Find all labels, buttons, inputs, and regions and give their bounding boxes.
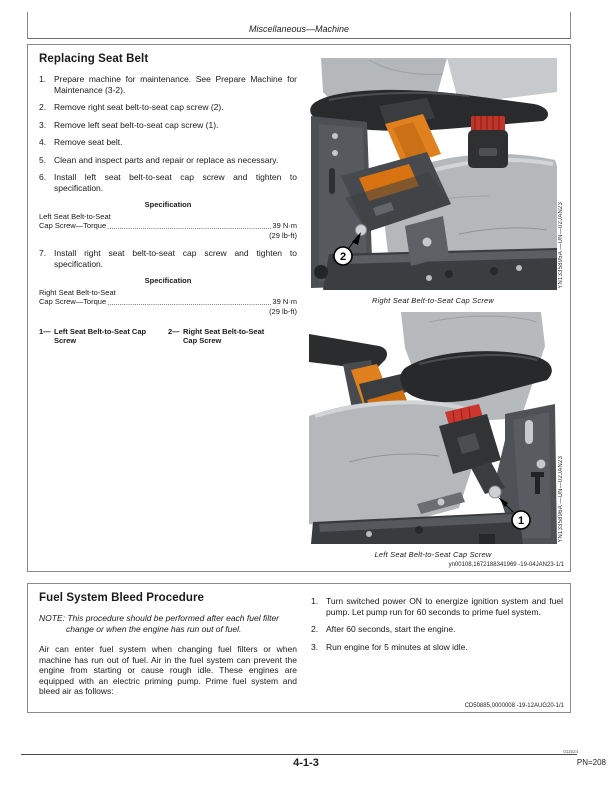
procedure-step: 2. After 60 seconds, start the engine. bbox=[311, 624, 563, 635]
specification-value: 39 N·m bbox=[272, 297, 297, 306]
step-text: Install right seat belt-to-seat cap scre… bbox=[54, 248, 297, 269]
figure-right-cap-screw: 2 YN1335895A —UN—02JAN23 Right Seat Belt… bbox=[309, 58, 564, 305]
callout-2-number: 2 bbox=[340, 251, 346, 263]
specification-item: Right Seat Belt-to-Seat bbox=[39, 287, 116, 297]
procedure-step: 6. Install left seat belt-to-seat cap sc… bbox=[39, 172, 297, 193]
procedure-step: 3. Remove left seat belt-to-seat cap scr… bbox=[39, 120, 297, 131]
seat-belt-text-column: Replacing Seat Belt 1. Prepare machine f… bbox=[39, 53, 297, 345]
step-number: 2. bbox=[311, 624, 319, 634]
step-text: Clean and inspect parts and repair or re… bbox=[54, 154, 279, 165]
step-number: 1. bbox=[39, 74, 47, 84]
legend-number: 2— bbox=[168, 327, 180, 336]
figure-left-cap-screw: 1 YN1335896A —UN—02JAN23 Left Seat Belt-… bbox=[309, 312, 564, 559]
running-header-title: Miscellaneous—Machine bbox=[248, 24, 350, 34]
step-text: Turn switched power ON to energize ignit… bbox=[326, 596, 563, 617]
step-text: Install left seat belt-to-seat cap screw… bbox=[54, 172, 297, 193]
specification-value: 39 N·m bbox=[272, 221, 297, 230]
callout-arrow bbox=[498, 497, 508, 507]
step-text: Remove right seat belt-to-seat cap screw… bbox=[54, 102, 224, 112]
specification-left-cap-screw: Specification Left Seat Belt-to-Seat Cap… bbox=[39, 200, 297, 240]
footer-rule bbox=[21, 754, 577, 755]
dot-leader bbox=[107, 298, 271, 307]
specification-item: Left Seat Belt-to-Seat bbox=[39, 211, 111, 221]
dot-leader bbox=[107, 222, 271, 231]
procedure-step: 7. Install right seat belt-to-seat cap s… bbox=[39, 248, 297, 269]
specification-label: Cap Screw—Torque bbox=[39, 221, 107, 230]
procedure-step: 5. Clean and inspect parts and repair or… bbox=[39, 155, 297, 166]
specification-row: Cap Screw—Torque 39 N·m bbox=[39, 297, 297, 307]
specification-row: Cap Screw—Torque 39 N·m bbox=[39, 221, 297, 231]
running-header: Miscellaneous—Machine bbox=[27, 12, 571, 39]
procedure-step: 3. Run engine for 5 minutes at slow idle… bbox=[311, 642, 563, 653]
figure-caption: Left Seat Belt-to-Seat Cap Screw bbox=[374, 550, 492, 559]
callout-1-badge bbox=[511, 510, 531, 530]
procedure-step: 4. Remove seat belt. bbox=[39, 137, 297, 148]
step-number: 2. bbox=[39, 102, 47, 112]
section-title: Fuel System Bleed Procedure bbox=[39, 592, 205, 604]
procedure-step: 1. Prepare machine for maintenance. See … bbox=[39, 74, 297, 95]
step-number: 1. bbox=[311, 596, 319, 606]
specification-value-alt: (29 lb-ft) bbox=[269, 306, 297, 316]
callout-1-number: 1 bbox=[518, 515, 524, 527]
specification-heading: Specification bbox=[144, 276, 192, 285]
step-number: 3. bbox=[311, 641, 319, 652]
section-title: Replacing Seat Belt bbox=[39, 53, 149, 65]
legend-number: 1— bbox=[39, 327, 51, 336]
procedure-step: 2. Remove right seat belt-to-seat cap sc… bbox=[39, 102, 297, 113]
section-control-code: yn00108,1672188341969 -19-04JAN23-1/1 bbox=[448, 562, 564, 568]
legend-item: 2— Right Seat Belt-to-Seat Cap Screw bbox=[168, 327, 291, 345]
specification-label: Cap Screw—Torque bbox=[39, 297, 107, 306]
step-number: 4. bbox=[39, 137, 47, 147]
figure-credit-code: YN1335895A —UN—02JAN23 bbox=[558, 202, 564, 289]
print-code: 011524 bbox=[563, 749, 578, 754]
step-number: 6. bbox=[39, 172, 47, 182]
fuel-text-column: Fuel System Bleed Procedure NOTE: This p… bbox=[39, 592, 297, 697]
figure-credit-code: YN1335896A —UN—02JAN23 bbox=[558, 456, 564, 543]
step-number: 7. bbox=[39, 248, 47, 258]
specification-heading: Specification bbox=[144, 200, 192, 209]
callout-legend: 1— Left Seat Belt-to-Seat Cap Screw 2— R… bbox=[39, 327, 297, 345]
step-text: After 60 seconds, start the engine. bbox=[326, 624, 456, 634]
section-replacing-seat-belt: Replacing Seat Belt 1. Prepare machine f… bbox=[27, 44, 571, 572]
step-text: Prepare machine for maintenance. See Pre… bbox=[54, 74, 297, 95]
fuel-steps-column: 1. Turn switched power ON to energize ig… bbox=[311, 596, 563, 659]
procedure-step: 1. Turn switched power ON to energize ig… bbox=[311, 596, 563, 617]
step-text: Remove left seat belt-to-seat cap screw … bbox=[54, 119, 219, 130]
legend-item: 1— Left Seat Belt-to-Seat Cap Screw bbox=[39, 327, 162, 345]
legend-label: Right Seat Belt-to-Seat Cap Screw bbox=[183, 327, 265, 345]
seat-illustration-left: 1 bbox=[309, 312, 557, 544]
step-number: 3. bbox=[39, 119, 47, 130]
note-text: NOTE: This procedure should be performed… bbox=[39, 613, 280, 634]
step-text: Run engine for 5 minutes at slow idle. bbox=[326, 641, 468, 652]
callout-arrow bbox=[352, 232, 361, 245]
seat-illustration-right: 2 bbox=[310, 58, 557, 290]
section-fuel-system-bleed: Fuel System Bleed Procedure NOTE: This p… bbox=[27, 583, 571, 713]
section-control-code: CD50885,0000008 -19-12AUG20-1/1 bbox=[464, 703, 564, 709]
specification-value-alt: (29 lb-ft) bbox=[269, 230, 297, 240]
legend-label: Left Seat Belt-to-Seat Cap Screw bbox=[54, 327, 147, 345]
callout-2-badge bbox=[333, 246, 353, 266]
step-text: Remove seat belt. bbox=[54, 137, 123, 147]
figure-caption: Right Seat Belt-to-Seat Cap Screw bbox=[371, 296, 495, 305]
body-paragraph: Air can enter fuel system when changing … bbox=[39, 644, 297, 696]
pn-number: PN=208 bbox=[576, 758, 606, 767]
page-number: 4-1-3 bbox=[293, 757, 319, 769]
step-number: 5. bbox=[39, 154, 47, 165]
specification-right-cap-screw: Specification Right Seat Belt-to-Seat Ca… bbox=[39, 276, 297, 316]
